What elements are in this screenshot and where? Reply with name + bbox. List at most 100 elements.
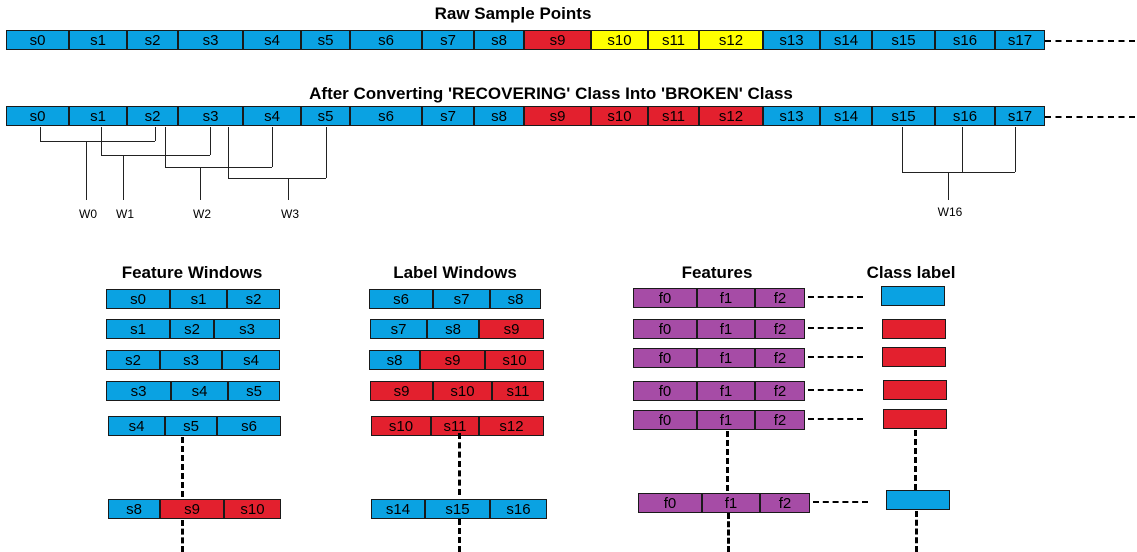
sample-cell-s2: s2 (127, 30, 178, 50)
class-label-4-red (883, 409, 947, 429)
feature-window-4-cell-s6: s6 (217, 416, 281, 436)
feature-window-5-cell-s10: s10 (224, 499, 281, 519)
feature-window-0-cell-s0: s0 (106, 289, 170, 309)
feature-window-3-cell-s5: s5 (228, 381, 280, 401)
sample-cell-s7: s7 (422, 30, 474, 50)
label-window-2-cell-s8: s8 (369, 350, 420, 370)
feature-2-f0: f0 (633, 348, 697, 368)
feature-window-1-cell-s3: s3 (214, 319, 280, 339)
bracket-right-4 (1015, 127, 1016, 172)
feature-window-1-cell-s2: s2 (170, 319, 214, 339)
window-label-w2: W2 (193, 207, 211, 221)
sample-cell-s10: s10 (591, 106, 648, 126)
bracket-bar-2 (165, 167, 272, 168)
sample-cell-s8: s8 (474, 30, 524, 50)
bracket-stem-4 (948, 172, 949, 200)
label-window-0-cell-s8: s8 (490, 289, 541, 309)
label-window-4-cell-s11: s11 (431, 416, 479, 436)
feature-0-f2: f2 (755, 288, 805, 308)
sample-cell-s5: s5 (301, 30, 350, 50)
label-window-0-cell-s6: s6 (369, 289, 433, 309)
feature-windows-tail-dash (181, 520, 184, 552)
features-tail-dash (727, 513, 730, 552)
class-label-2-red (882, 347, 946, 367)
label-window-1-cell-s9: s9 (479, 319, 544, 339)
class-label-5-blue (886, 490, 950, 510)
feature-4-f0: f0 (633, 410, 697, 430)
class-label-3-red (883, 380, 947, 400)
sample-cell-s17: s17 (995, 30, 1045, 50)
feature-5-f1: f1 (702, 493, 760, 513)
sample-cell-s16: s16 (935, 106, 995, 126)
sample-cell-s15: s15 (872, 30, 935, 50)
window-label-w0: W0 (79, 207, 97, 221)
feature-dash-4 (808, 418, 863, 420)
label-window-5-cell-s16: s16 (490, 499, 547, 519)
feature-dash-1 (808, 327, 863, 329)
bracket-stem-2 (200, 167, 201, 200)
title-features: Features (681, 263, 753, 282)
sample-cell-s13: s13 (763, 30, 820, 50)
label-window-0-cell-s7: s7 (433, 289, 490, 309)
title-feature-windows: Feature Windows (121, 263, 263, 282)
title-after-converting: After Converting 'RECOVERING' Class Into… (309, 84, 793, 103)
feature-window-2-cell-s4: s4 (222, 350, 280, 370)
sample-cell-s13: s13 (763, 106, 820, 126)
sample-cell-s2: s2 (127, 106, 178, 126)
feature-windows-gap-dash (181, 437, 184, 497)
label-window-3-cell-s9: s9 (370, 381, 433, 401)
sample-cell-s6: s6 (350, 106, 422, 126)
label-window-1-cell-s7: s7 (370, 319, 427, 339)
sample-cell-s9: s9 (524, 30, 591, 50)
feature-window-4-cell-s4: s4 (108, 416, 165, 436)
bracket-left-4 (902, 127, 903, 172)
bracket-bar-3 (228, 178, 326, 179)
continuation-dash (1045, 40, 1135, 42)
bracket-bar-4 (902, 172, 1015, 173)
sample-cell-s8: s8 (474, 106, 524, 126)
sample-cell-s9: s9 (524, 106, 591, 126)
feature-0-f0: f0 (633, 288, 697, 308)
bracket-right-1 (210, 127, 211, 155)
bracket-right-2 (272, 127, 273, 167)
bracket-stem-1 (123, 155, 124, 200)
bracket-stem-0 (86, 141, 87, 200)
feature-3-f1: f1 (697, 381, 755, 401)
bracket-stem-3 (288, 178, 289, 200)
sample-cell-s3: s3 (178, 106, 243, 126)
title-raw-sample-points: Raw Sample Points (434, 4, 592, 23)
label-window-4-cell-s12: s12 (479, 416, 544, 436)
title-label-windows: Label Windows (393, 263, 517, 282)
sample-cell-s17: s17 (995, 106, 1045, 126)
sample-cell-s11: s11 (648, 106, 699, 126)
features-gap-dash (726, 431, 729, 491)
bracket-left-2 (165, 127, 166, 167)
label-window-5-cell-s14: s14 (371, 499, 425, 519)
label-window-1-cell-s8: s8 (427, 319, 479, 339)
sample-cell-s0: s0 (6, 106, 69, 126)
class-label-1-red (882, 319, 946, 339)
bracket-left-3 (228, 127, 229, 178)
sample-cell-s14: s14 (820, 30, 872, 50)
feature-dash-0 (808, 296, 863, 298)
feature-1-f2: f2 (755, 319, 805, 339)
feature-0-f1: f1 (697, 288, 755, 308)
sample-cell-s4: s4 (243, 106, 301, 126)
feature-window-2-cell-s2: s2 (106, 350, 160, 370)
label-window-4-cell-s10: s10 (371, 416, 431, 436)
label-windows-tail-dash (458, 519, 461, 552)
class-label-tail-dash (915, 511, 918, 552)
feature-5-f2: f2 (760, 493, 810, 513)
sample-cell-s4: s4 (243, 30, 301, 50)
sample-cell-s11: s11 (648, 30, 699, 50)
label-window-5-cell-s15: s15 (425, 499, 490, 519)
continuation-dash (1045, 116, 1135, 118)
title-class-label: Class label (866, 263, 956, 282)
sample-cell-s7: s7 (422, 106, 474, 126)
feature-window-3-cell-s3: s3 (106, 381, 171, 401)
label-windows-gap-dash (458, 433, 461, 495)
window-label-w1: W1 (116, 207, 134, 221)
sample-cell-s12: s12 (699, 106, 763, 126)
sample-cell-s0: s0 (6, 30, 69, 50)
bracket-bar-0 (40, 141, 155, 142)
